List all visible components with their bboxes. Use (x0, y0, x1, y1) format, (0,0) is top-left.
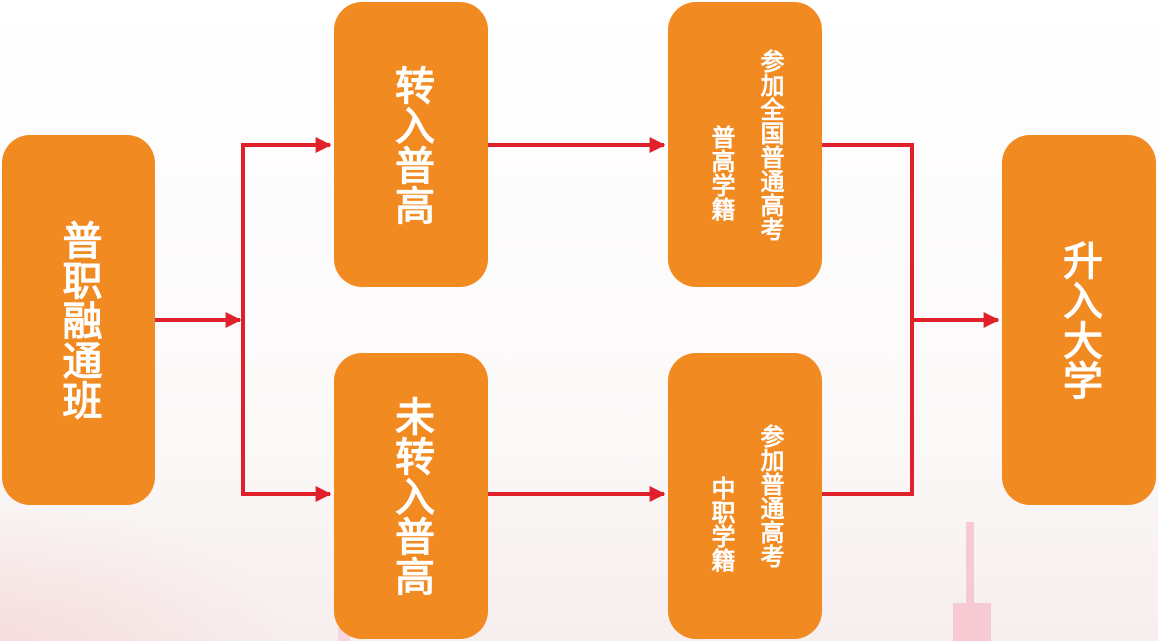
connector-exams-merge (822, 143, 914, 496)
node-end-label: 升入大学 (1056, 240, 1102, 400)
node-exam-national: 普高学籍 参加全国普通高考 (668, 2, 822, 287)
node-exam-vocational-sub: 中职学籍 (707, 476, 735, 572)
node-no-transfer-label: 未转入普高 (388, 396, 434, 596)
node-no-transfer: 未转入普高 (334, 353, 488, 639)
node-exam-vocational: 中职学籍 参加普通高考 (668, 353, 822, 639)
node-transfer: 转入普高 (334, 2, 488, 287)
node-exam-national-main: 参加全国普通高考 (756, 48, 784, 241)
node-start-label: 普职融通班 (55, 220, 102, 420)
node-transfer-label: 转入普高 (388, 64, 434, 225)
node-exam-national-sub: 普高学籍 (707, 124, 735, 221)
node-start: 普职融通班 (2, 135, 155, 505)
node-exam-vocational-main: 参加普通高考 (756, 424, 784, 568)
node-end: 升入大学 (1002, 135, 1156, 505)
